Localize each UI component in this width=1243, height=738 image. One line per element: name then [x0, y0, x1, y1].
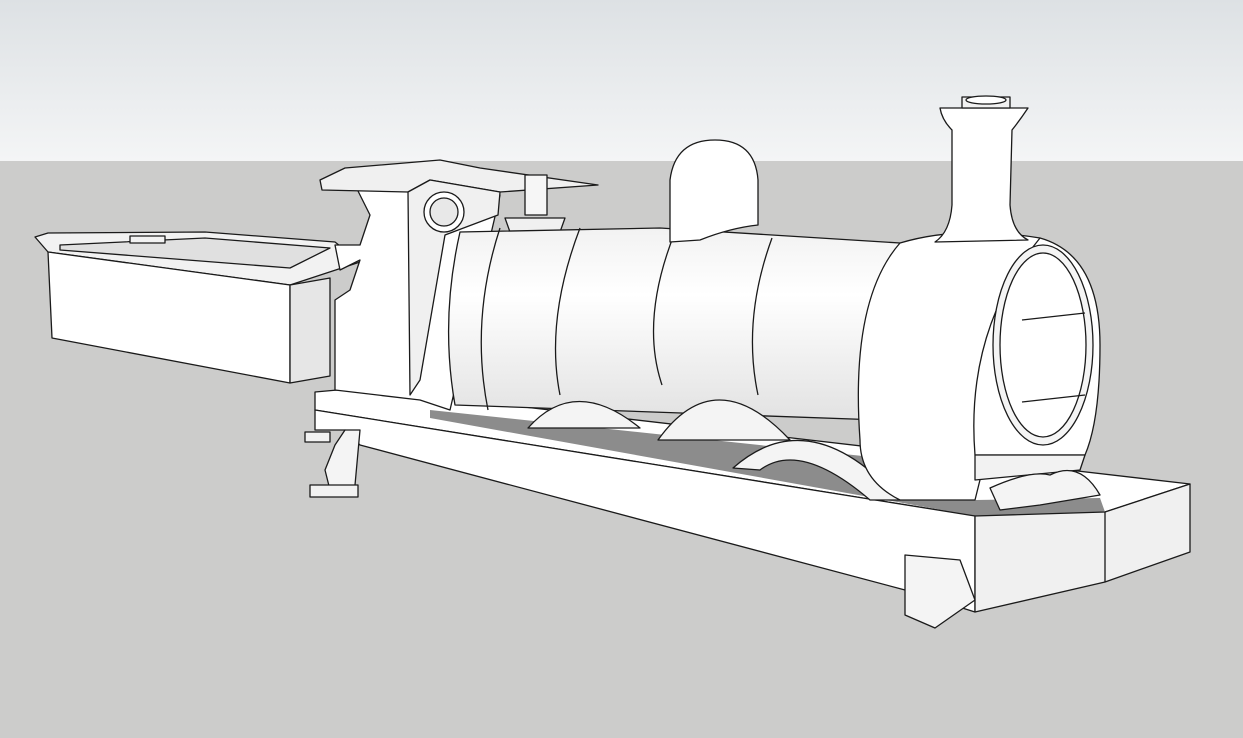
- tender: [34, 231, 361, 384]
- dome: [669, 139, 759, 243]
- boiler: [447, 227, 901, 421]
- chimney: [934, 95, 1029, 243]
- sky: [0, 0, 1243, 161]
- smokebox: [857, 231, 1101, 511]
